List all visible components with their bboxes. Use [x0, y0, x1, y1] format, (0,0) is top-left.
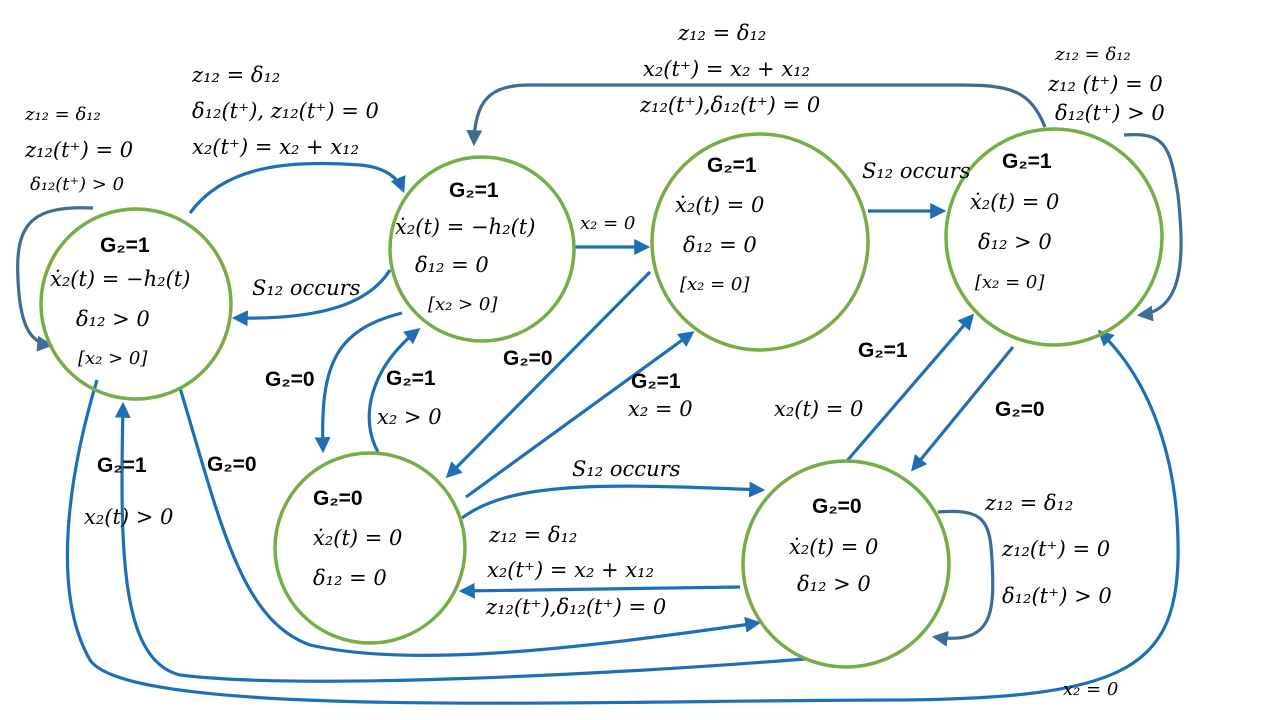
state-left-g: G₂=1	[100, 234, 150, 257]
edge-bottomright-self	[931, 509, 995, 647]
state-left	[39, 207, 233, 401]
state-topmid-line1: ẋ₂(t) = −h₂(t)	[395, 215, 535, 239]
state-bottom-right	[741, 459, 951, 669]
state-topcenter-line1: ẋ₂(t) = 0	[675, 193, 764, 217]
label-left-topmid-2: δ₁₂(t⁺), z₁₂(t⁺) = 0	[192, 99, 379, 123]
state-left-line3: [x₂ > 0]	[78, 348, 148, 369]
edge-bottomleft-to-topmid	[367, 327, 421, 453]
label-bottomright-left-2: x₂(t) > 0	[84, 505, 173, 529]
edge-topcenter-to-bottomleft	[445, 270, 652, 479]
label-left-bottomright: G₂=0	[207, 453, 257, 476]
edge-bottomright-to-left	[114, 401, 806, 683]
label-bottomleft-topcenter-2: x₂ = 0	[628, 397, 693, 421]
state-left-line1: ẋ₂(t) = −h₂(t)	[50, 267, 190, 291]
label-bottomright-self-3: δ₁₂(t⁺) > 0	[1002, 584, 1112, 608]
state-topright-g: G₂=1	[1002, 150, 1052, 173]
edge-topright-self	[1123, 132, 1183, 322]
label-topright-self-1: z₁₂ = δ₁₂	[1054, 44, 1131, 65]
edge-bottomright-to-topright	[844, 313, 975, 464]
state-left-line2: δ₁₂ > 0	[76, 307, 150, 331]
edge-left-to-topright	[65, 329, 1180, 705]
state-topcenter-g: G₂=1	[707, 154, 757, 177]
label-left-topmid-1: z₁₂ = δ₁₂	[191, 63, 280, 87]
label-topright-topmid-2: x₂(t⁺) = x₂ + x₁₂	[643, 57, 810, 81]
label-topright-self-2: z₁₂ (t⁺) = 0	[1047, 72, 1163, 96]
label-topmid-bottomleft: G₂=0	[265, 368, 315, 391]
state-topcenter-line3: [x₂ = 0]	[680, 274, 750, 295]
state-bottomright-line2: δ₁₂ > 0	[797, 572, 871, 596]
label-bottomleft-topmid-2: x₂ > 0	[377, 405, 442, 429]
label-topright-topmid-3: z₁₂(t⁺),δ₁₂(t⁺) = 0	[639, 93, 820, 117]
state-top-mid	[388, 155, 576, 343]
label-topmid-left: S₁₂ occurs	[252, 276, 361, 300]
label-left-self-3: δ₁₂(t⁺) > 0	[30, 174, 124, 195]
label-topcenter-topright: S₁₂ occurs	[862, 159, 971, 183]
edge-bottomleft-to-topcenter	[465, 331, 695, 499]
state-bottomright-line1: ẋ₂(t) = 0	[789, 535, 878, 559]
state-topright-line3: [x₂ = 0]	[975, 272, 1045, 293]
state-bottomright-g: G₂=0	[812, 495, 862, 518]
state-topright-line2: δ₁₂ > 0	[978, 230, 1052, 254]
edge-left-self	[16, 206, 94, 352]
label-bottomright-topright-1: G₂=1	[858, 339, 908, 362]
state-topmid-g: G₂=1	[449, 179, 499, 202]
label-bottomright-topright-2: x₂(t) = 0	[774, 397, 863, 421]
edge-bottomleft-to-bottomright	[461, 481, 766, 520]
label-topright-bottomright: G₂=0	[995, 398, 1045, 421]
state-bottomleft-line1: ẋ₂(t) = 0	[313, 526, 402, 550]
state-topcenter-line2: δ₁₂ = 0	[683, 233, 757, 257]
label-left-self-2: z₁₂(t⁺) = 0	[24, 138, 133, 162]
label-bottomright-left-1: G₂=1	[97, 454, 147, 477]
edge-left-to-bottomright	[178, 387, 762, 657]
label-left-self-1: z₁₂ = δ₁₂	[24, 104, 101, 125]
state-bottomleft-line2: δ₁₂ = 0	[313, 566, 387, 590]
state-bottom-left	[273, 451, 467, 645]
edge-topright-to-bottomright	[910, 345, 1015, 472]
state-bottomleft-g: G₂=0	[313, 487, 363, 510]
label-topright-topmid-1: z₁₂ = δ₁₂	[677, 21, 766, 45]
edge-left-to-topmid	[188, 161, 406, 214]
label-bottomleft-bottomright: S₁₂ occurs	[572, 457, 681, 481]
edge-topmid-to-left	[231, 269, 392, 327]
label-bottomright-self-1: z₁₂ = δ₁₂	[984, 491, 1073, 515]
label-left-topmid-3: x₂(t⁺) = x₂ + x₁₂	[192, 135, 359, 159]
state-top-right	[944, 127, 1164, 347]
edge-bottomright-to-bottomleft	[458, 582, 741, 599]
label-left-topright: x₂ = 0	[1063, 679, 1118, 700]
label-topmid-topcenter: x₂ = 0	[580, 213, 635, 234]
label-bottomright-self-2: z₁₂(t⁺) = 0	[1001, 537, 1110, 561]
label-bottomright-bottomleft-3: z₁₂(t⁺),δ₁₂(t⁺) = 0	[485, 595, 666, 619]
label-bottomleft-topcenter-1: G₂=1	[631, 370, 681, 393]
edge-topright-to-topmid	[466, 83, 1047, 147]
state-topmid-line2: δ₁₂ = 0	[415, 253, 489, 277]
state-topright-line1: ẋ₂(t) = 0	[970, 190, 1059, 214]
state-top-center	[650, 132, 870, 352]
label-topright-self-3: δ₁₂(t⁺) > 0	[1055, 101, 1165, 125]
label-bottomright-bottomleft-1: z₁₂ = δ₁₂	[488, 523, 577, 547]
label-topcenter-bottomleft: G₂=0	[503, 347, 553, 370]
label-bottomleft-topmid-1: G₂=1	[386, 367, 436, 390]
edge-topmid-to-bottomleft	[314, 311, 403, 454]
label-bottomright-bottomleft-2: x₂(t⁺) = x₂ + x₁₂	[487, 558, 654, 582]
state-topmid-line3: [x₂ > 0]	[428, 294, 498, 315]
